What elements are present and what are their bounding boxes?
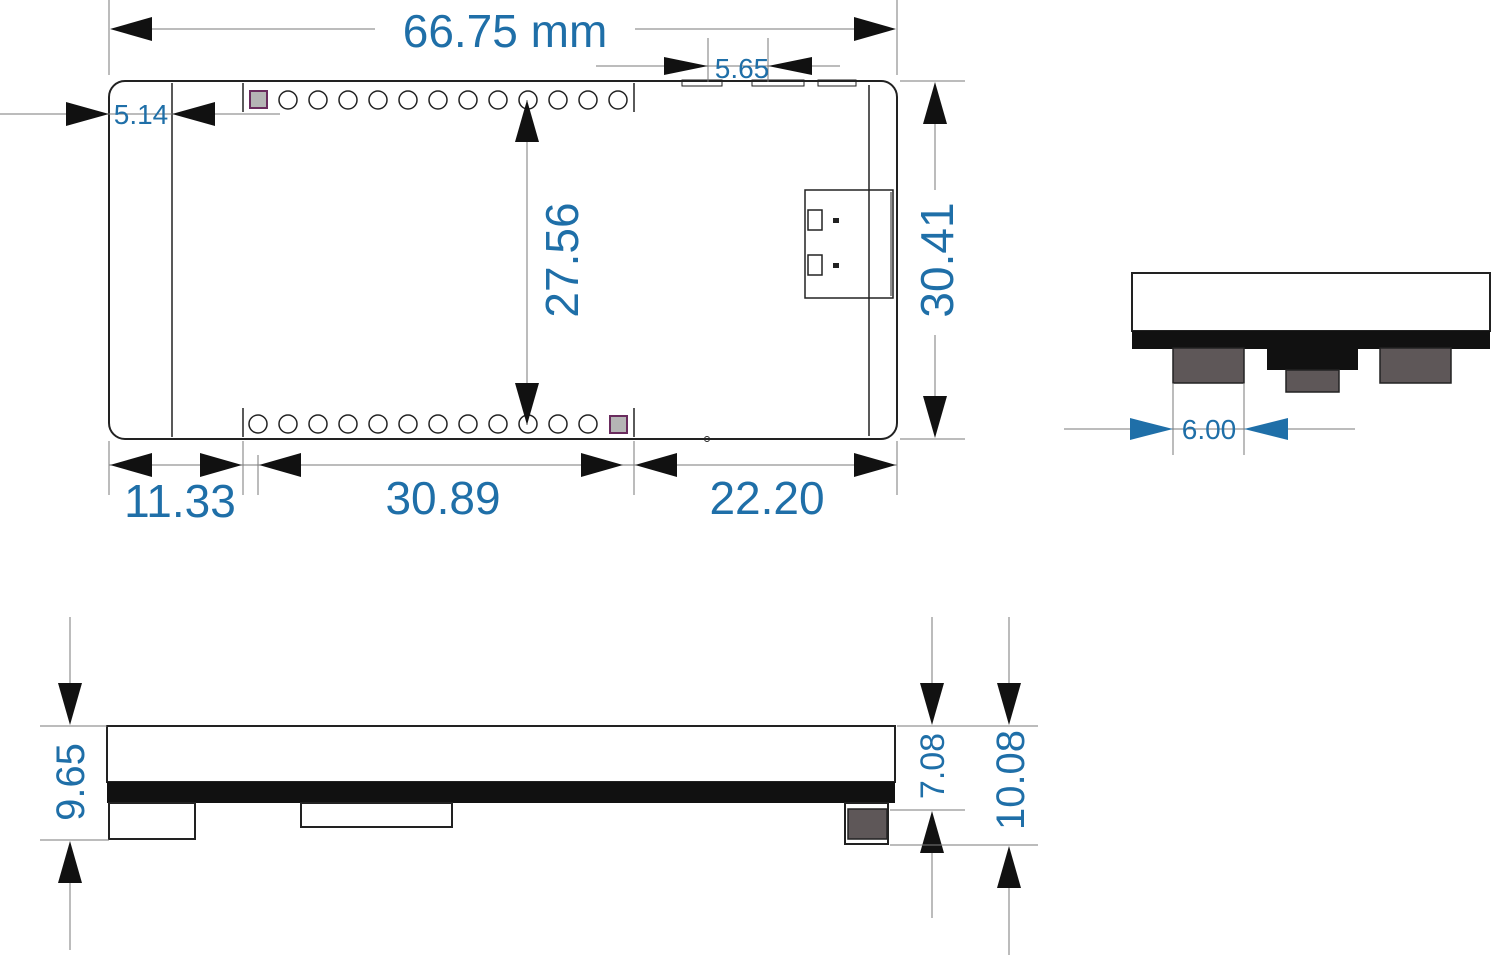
overall-width-label: 66.75 mm [403,5,608,57]
pin-hole [428,414,448,434]
pin-hole [248,414,268,434]
dim-component-spacing: 6.00 [1064,383,1355,455]
side-view: 9.65 7.08 10.08 [40,617,1038,955]
arrow-in-right [1244,418,1288,440]
arrow-up [997,846,1021,888]
pin-hole [488,414,508,434]
arrow-1133-left [110,453,152,477]
arrow-down [515,383,539,425]
dim-bottom-row: 11.33 30.89 22.20 [108,441,898,527]
top-edge-connectors [681,79,857,87]
pin-hole [488,90,508,110]
dim-total-height: 9.65 [40,617,109,950]
end-view: 6.00 [1064,272,1491,455]
usb-body [804,189,894,299]
dim-pin-span: 27.56 [515,100,588,425]
arrow-down [923,396,947,438]
side-board-pcb [107,782,895,803]
bottom-pin-row [248,414,628,434]
side-component-left [108,802,196,840]
arrow-in-left [664,57,708,75]
end-board-top [1131,272,1491,332]
pin-hole [428,90,448,110]
header-offset-label: 5.14 [114,99,169,130]
overall-height-label: 30.41 [911,202,963,317]
overall-side-height-label: 10.08 [989,730,1033,830]
side-component-middle [300,802,453,828]
arrow-right [854,17,896,41]
arrow-3089-left [259,453,301,477]
header-length-label: 30.89 [385,472,500,524]
pin-hole [398,90,418,110]
pin-hole [278,90,298,110]
usb-tab-1 [833,218,839,223]
arrow-up [515,100,539,142]
top-pin-row [249,90,628,110]
total-height-label: 9.65 [49,743,93,821]
right-section-label: 22.20 [709,472,824,524]
pin-hole [608,90,628,110]
dim-overall-side-height: 10.08 [890,617,1038,955]
pin-hole [458,90,478,110]
left-margin-label: 11.33 [124,475,236,527]
pin-hole [578,90,598,110]
end-board-pcb [1132,331,1490,349]
dim-overall-height: 30.41 [900,80,965,440]
dim-overall-width: 66.75 mm [108,0,898,75]
arrow-in-left [1130,418,1173,440]
arrow-down [920,683,944,725]
pin-hole [368,414,388,434]
pin-end-square-pad [609,415,628,434]
connector-a [681,79,723,87]
end-component-middle-lower [1285,369,1340,393]
pin-hole [338,414,358,434]
pin-1-square-pad [249,90,268,109]
pin-hole [338,90,358,110]
board-outline [108,80,898,440]
connector-c [817,79,857,87]
arrow-1133-right [200,453,242,477]
dim-board-to-component: 7.08 [890,617,965,918]
pin-hole [368,90,388,110]
arrow-in-left [66,102,109,126]
arrow-in-right [172,102,215,126]
end-component-middle [1267,348,1358,370]
arrow-down [58,683,82,725]
end-component-right [1379,347,1452,384]
pin-hole [308,414,328,434]
pin-hole [458,414,478,434]
dim-connector-width: 5.65 [596,38,840,84]
arrow-in-right [768,57,812,75]
pin-hole [398,414,418,434]
dim-header-offset: 5.14 [0,99,280,130]
arrow-2220-left [635,453,677,477]
side-component-right-inner [847,808,888,840]
component-spacing-label: 6.00 [1182,414,1237,445]
arrow-left [110,17,152,41]
arrow-up [58,841,82,883]
usb-connector [804,189,894,299]
pin-hole [548,90,568,110]
arrow-2220-right [854,453,896,477]
arrow-down [997,683,1021,725]
arrow-up [923,82,947,124]
connector-width-label: 5.65 [715,53,770,84]
pin-span-label: 27.56 [536,202,588,317]
connector-b [751,79,805,87]
pin-hole [308,90,328,110]
usb-slot-1 [807,209,823,231]
arrow-up [920,811,944,853]
usb-slot-2 [807,254,823,276]
usb-tab-2 [833,263,839,268]
small-via [704,436,710,442]
side-board-top [106,725,896,783]
pin-hole [578,414,598,434]
pin-hole [278,414,298,434]
end-component-left [1172,347,1245,384]
arrow-3089-right [581,453,623,477]
board-to-component-label: 7.08 [914,733,952,799]
top-view: 66.75 mm 5.65 5.14 27.56 [0,0,965,527]
pin-hole [548,414,568,434]
